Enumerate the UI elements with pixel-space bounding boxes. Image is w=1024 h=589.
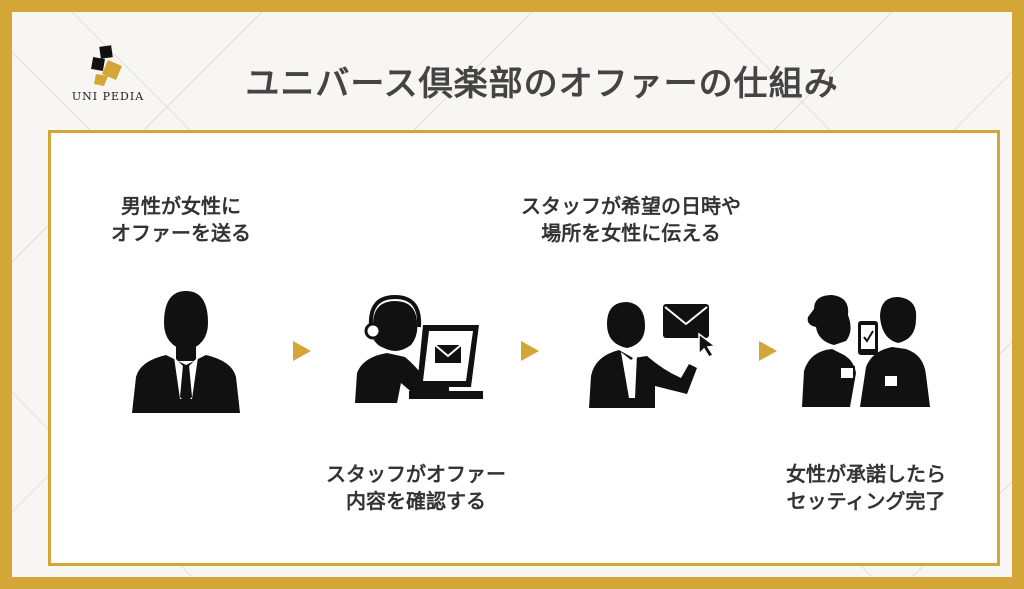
triangle-arrow-icon xyxy=(759,341,777,361)
page-title: ユニバース倶楽部のオファーの仕組み xyxy=(245,64,839,104)
flow-panel: 男性が女性に オファーを送る スタッフが希望の日時や 場所を女性に伝える xyxy=(48,130,1000,566)
brand-name: UNI PEDIA xyxy=(71,90,145,103)
businessman-silhouette-icon xyxy=(132,291,240,413)
couple-with-phone-icon xyxy=(802,295,930,407)
man-with-envelope-icon xyxy=(589,302,717,408)
step-2-line1: スタッフがオファー xyxy=(326,462,506,486)
operator-with-laptop-icon xyxy=(355,295,483,403)
step-3-caption: スタッフが希望の日時や 場所を女性に伝える xyxy=(481,193,781,247)
step-4-caption: 女性が承諾したら セッティング完了 xyxy=(751,461,981,515)
step-1-line1: 男性が女性に xyxy=(121,194,241,218)
brand-logo: UNI PEDIA xyxy=(68,44,148,114)
step-3-line2: 場所を女性に伝える xyxy=(541,221,721,245)
puzzle-logo-icon xyxy=(91,45,122,86)
step-2-caption: スタッフがオファー 内容を確認する xyxy=(281,461,551,515)
step-4-line1: 女性が承諾したら xyxy=(786,462,946,486)
step-1-caption: 男性が女性に オファーを送る xyxy=(81,193,281,247)
triangle-arrow-icon xyxy=(293,341,311,361)
step-4-line2: セッティング完了 xyxy=(786,489,946,513)
step-2-line2: 内容を確認する xyxy=(346,489,486,513)
step-1-line2: オファーを送る xyxy=(111,221,251,245)
triangle-arrow-icon xyxy=(521,341,539,361)
step-3-line1: スタッフが希望の日時や xyxy=(521,194,741,218)
